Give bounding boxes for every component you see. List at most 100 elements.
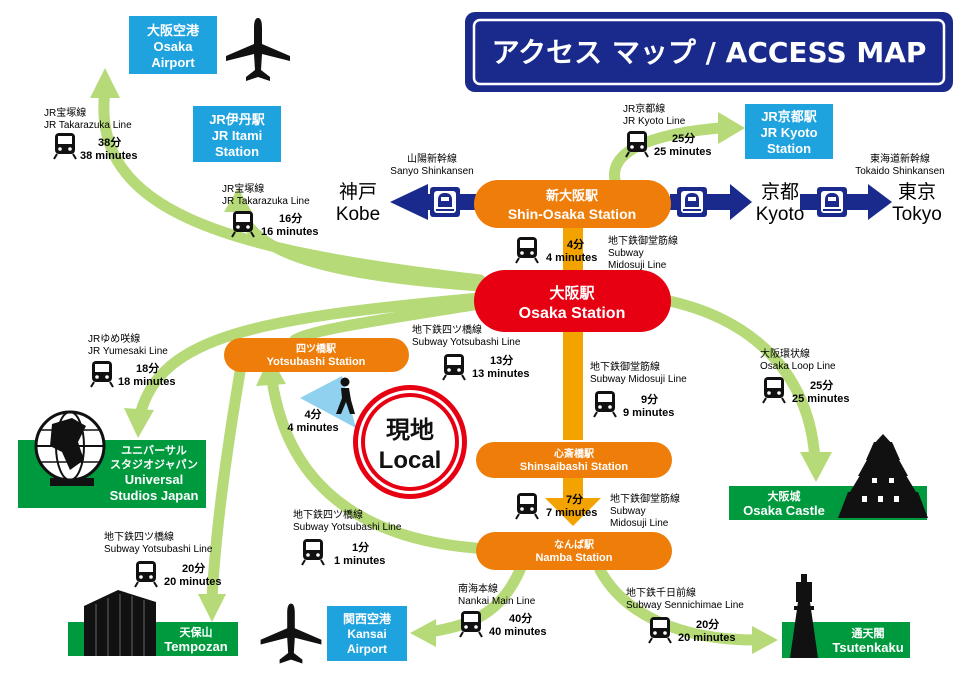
subway-connectors [545,226,601,526]
station-shinsaibashi[interactable]: 心斎橋駅 Shinsaibashi Station [476,442,672,478]
svg-text:京都: 京都 [761,181,799,203]
svg-text:地下鉄四ツ橋線: 地下鉄四ツ橋線 [293,508,363,521]
svg-text:Yotsubashi Station: Yotsubashi Station [267,356,366,368]
dest-kansai-airport[interactable]: 関西空港 Kansai Airport [327,606,407,661]
svg-text:7分: 7分 [566,492,583,506]
svg-text:4分: 4分 [567,237,584,251]
svg-text:天保山: 天保山 [180,625,213,639]
route-usj [134,292,486,421]
svg-text:JR Itami: JR Itami [212,128,263,143]
svg-text:Shinsaibashi Station: Shinsaibashi Station [520,461,628,473]
tower-icon [790,574,818,658]
svg-text:山陽新幹線: 山陽新幹線 [407,152,457,165]
train-icon [648,616,672,644]
svg-text:Osaka: Osaka [153,39,193,54]
svg-text:地下鉄御堂筋線: 地下鉄御堂筋線 [610,492,680,505]
castle-icon [838,434,928,518]
svg-text:25分: 25分 [672,131,695,145]
arrow-heads [90,68,832,654]
info-midosuji-1: 4分 4 minutes 地下鉄御堂筋線 Subway Midosuji Lin… [515,234,678,271]
svg-text:20分: 20分 [182,561,205,575]
station-shin-osaka[interactable]: 新大阪駅 Shin-Osaka Station [474,180,671,228]
svg-text:40分: 40分 [509,611,532,625]
svg-text:JR Kyoto Line: JR Kyoto Line [623,116,686,127]
station-yotsubashi[interactable]: 四ツ橋駅 Yotsubashi Station [224,338,409,372]
svg-text:Universal: Universal [125,472,184,487]
svg-text:Tsutenkaku: Tsutenkaku [832,640,903,655]
svg-text:地下鉄御堂筋線: 地下鉄御堂筋線 [590,360,660,373]
route-namba-yotsubashi [266,374,481,554]
svg-text:Studios Japan: Studios Japan [110,488,199,503]
svg-text:JR宝塚線: JR宝塚線 [222,182,264,195]
svg-text:四ツ橋駅: 四ツ橋駅 [296,342,337,355]
svg-text:Airport: Airport [347,642,387,656]
info-yotsubashi-3: 地下鉄四ツ橋線 Subway Yotsubashi Line 20分 20 mi… [104,530,221,588]
svg-text:Osaka Station: Osaka Station [519,305,626,322]
station-namba[interactable]: なんば駅 Namba Station [476,532,672,570]
svg-text:Subway: Subway [610,506,646,517]
svg-text:JR Yumesaki Line: JR Yumesaki Line [88,346,168,357]
svg-text:現地: 現地 [386,417,434,444]
svg-text:1分: 1分 [352,540,369,554]
dest-itami[interactable]: JR伊丹駅 JR Itami Station [193,106,281,162]
svg-text:東海道新幹線: 東海道新幹線 [870,152,930,165]
svg-text:20分: 20分 [696,617,719,631]
svg-text:Subway Midosuji Line: Subway Midosuji Line [590,374,687,385]
svg-text:Kyoto: Kyoto [756,204,805,225]
svg-text:9分: 9分 [641,392,658,406]
svg-text:大阪城: 大阪城 [768,489,801,503]
svg-text:大阪環状線: 大阪環状線 [760,347,810,360]
svg-text:関西空港: 関西空港 [343,611,392,626]
svg-text:Sanyo Shinkansen: Sanyo Shinkansen [390,166,473,177]
info-loop: 大阪環状線 Osaka Loop Line 25分 25 minutes [760,347,849,405]
svg-text:JR Kyoto: JR Kyoto [760,125,817,140]
svg-text:38 minutes: 38 minutes [80,150,137,162]
station-osaka[interactable]: 大阪駅 Osaka Station [474,270,671,332]
svg-text:40 minutes: 40 minutes [489,626,546,638]
svg-text:4 minutes: 4 minutes [546,252,597,264]
svg-text:Subway Yotsubashi Line: Subway Yotsubashi Line [104,544,213,555]
info-nankai: 南海本線 Nankai Main Line 40分 40 minutes [458,582,546,638]
svg-text:JR京都駅: JR京都駅 [761,109,818,124]
svg-text:Osaka Loop Line: Osaka Loop Line [760,361,836,372]
train-icon [459,610,483,638]
shinkansen-icon [677,187,707,217]
svg-text:地下鉄四ツ橋線: 地下鉄四ツ橋線 [104,530,174,543]
dest-osaka-airport[interactable]: 大阪空港 Osaka Airport [129,16,217,74]
svg-text:心斎橋駅: 心斎橋駅 [554,447,595,460]
svg-text:Station: Station [767,141,811,156]
city-kyoto: 京都 Kyoto [756,181,805,225]
info-takarazuka-airport: JR宝塚線 JR Takarazuka Line 38分 38 minutes [44,106,137,162]
svg-text:25 minutes: 25 minutes [792,393,849,405]
info-sennichimae: 地下鉄千日前線 Subway Sennichimae Line 20分 20 m… [626,586,744,644]
svg-text:Station: Station [215,144,259,159]
svg-text:Tokaido Shinkansen: Tokaido Shinkansen [855,166,945,177]
dest-kyoto-station[interactable]: JR京都駅 JR Kyoto Station [745,104,833,159]
shinkansen-icon [430,187,460,217]
svg-text:13 minutes: 13 minutes [472,368,529,380]
shinkansen-arrows [390,184,892,220]
svg-text:通天閣: 通天閣 [852,627,885,640]
info-yotsubashi-1: 地下鉄四ツ橋線 Subway Yotsubashi Line 13分 13 mi… [412,323,529,381]
city-tokyo: 東京 Tokyo [892,181,942,225]
svg-text:Kansai: Kansai [347,627,386,641]
info-yotsubashi-2: 地下鉄四ツ橋線 Subway Yotsubashi Line 1分 1 minu… [293,508,402,567]
svg-text:16分: 16分 [279,211,302,225]
train-icon [593,390,617,418]
svg-text:なんば駅: なんば駅 [554,538,595,551]
svg-text:Subway Yotsubashi Line: Subway Yotsubashi Line [293,522,402,533]
aquarium-building-icon [84,590,156,656]
svg-text:Shin-Osaka Station: Shin-Osaka Station [508,206,636,222]
walk-link: 4分 4 minutes [287,376,356,434]
svg-text:Osaka Castle: Osaka Castle [743,503,825,518]
svg-text:1 minutes: 1 minutes [334,555,385,567]
train-icon [762,376,786,404]
svg-text:Airport: Airport [151,55,195,70]
title-banner: アクセス マップ / ACCESS MAP [465,12,953,92]
info-yumesaki: JRゆめ咲線 JR Yumesaki Line 18分 18 minutes [88,332,175,388]
route-osaka-airport [98,84,486,286]
svg-text:Subway: Subway [608,248,644,259]
city-kobe: 神戸 Kobe [336,181,380,225]
svg-text:Tempozan: Tempozan [164,639,227,654]
